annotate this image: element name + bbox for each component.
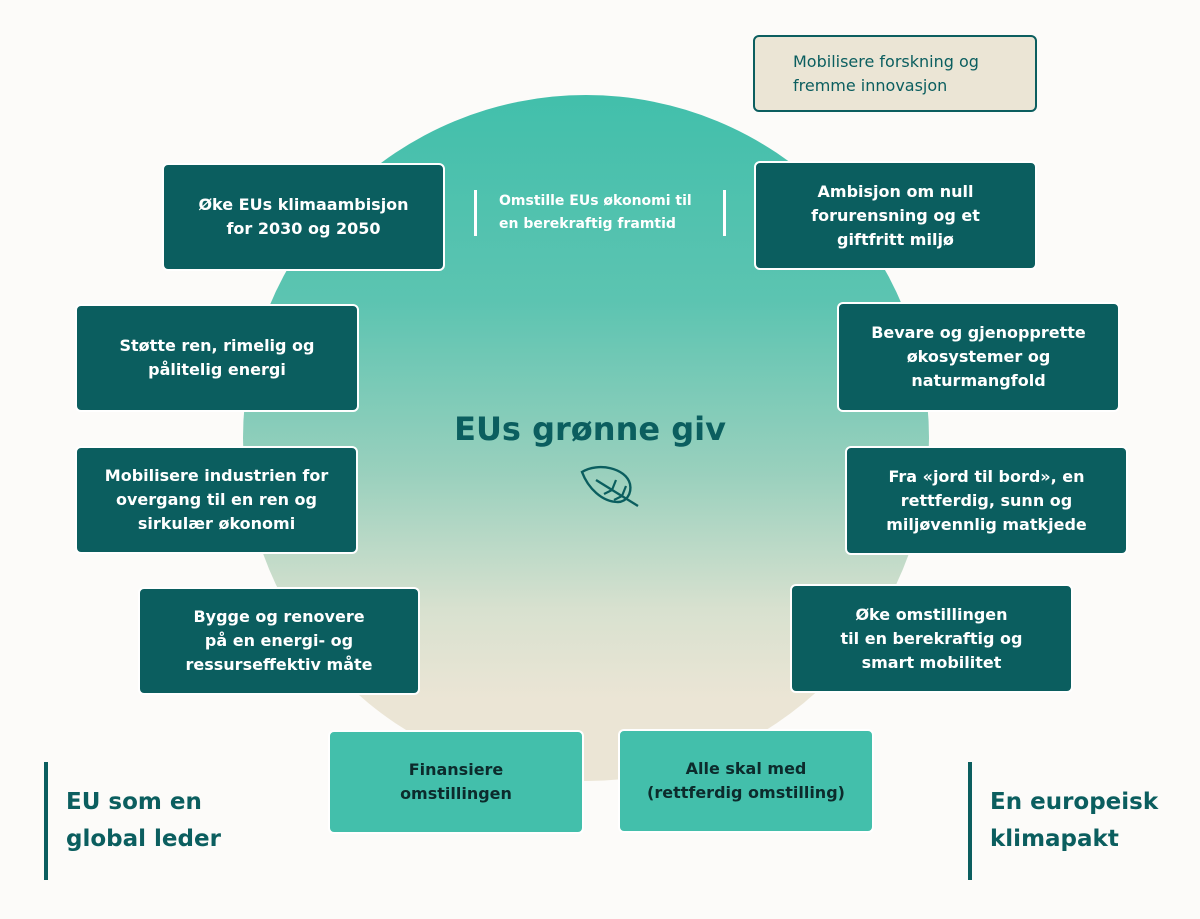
side-label-climate-pact: En europeisk klimapakt — [968, 762, 1188, 880]
leaf-icon — [580, 465, 639, 508]
right-box-smart-mobility: Øke omstillingen til en berekraftig og s… — [790, 584, 1073, 693]
right-box-zero-pollution: Ambisjon om null forurensning og et gift… — [754, 161, 1037, 270]
right-box-farm-to-fork: Fra «jord til bord», en rettferdig, sunn… — [845, 446, 1128, 555]
bottom-box-just-transition: Alle skal med (rettferdig omstilling) — [618, 729, 874, 833]
left-box-circular-industry: Mobilisere industrien for overgang til e… — [75, 446, 358, 554]
left-box-climate-ambition: Øke EUs klimaambisjon for 2030 og 2050 — [162, 163, 445, 271]
bottom-box-finance: Finansiere omstillingen — [328, 730, 584, 834]
diagram-title: EUs grønne giv — [454, 410, 726, 448]
right-box-biodiversity: Bevare og gjenopprette økosystemer og na… — [837, 302, 1120, 412]
strapline: Omstille EUs økonomi til en berekraftig … — [474, 190, 726, 236]
side-label-global-leader: EU som en global leder — [44, 762, 264, 880]
left-box-clean-energy: Støtte ren, rimelig og pålitelig energi — [75, 304, 359, 412]
left-box-build-renovate: Bygge og renovere på en energi- og ressu… — [138, 587, 420, 695]
research-innovation-box: Mobilisere forskning og fremme innovasjo… — [753, 35, 1037, 112]
